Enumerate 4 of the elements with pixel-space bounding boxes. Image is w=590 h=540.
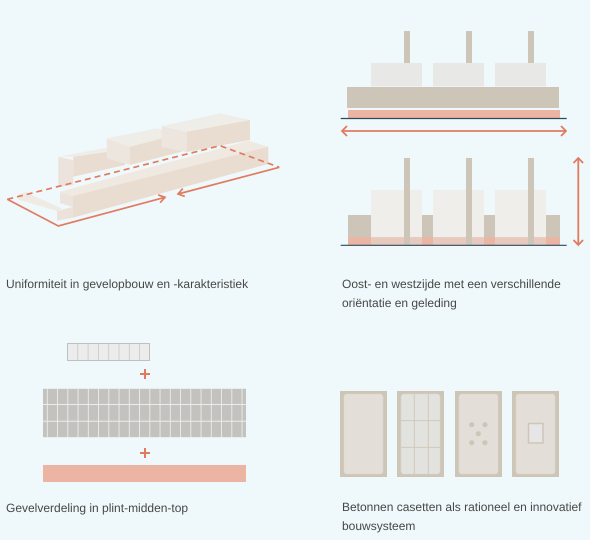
- caption: Betonnen casetten als rationeel en innovatief bouwsysteem: [342, 499, 583, 535]
- caption: Gevelverdeling in plint-midden-top: [6, 500, 190, 517]
- caption: Oost- en westzijde met een verschillende oriëntatie en geleding: [342, 276, 562, 312]
- caption: Uniformiteit in gevelopbouw en -karakteristiek: [6, 276, 250, 293]
